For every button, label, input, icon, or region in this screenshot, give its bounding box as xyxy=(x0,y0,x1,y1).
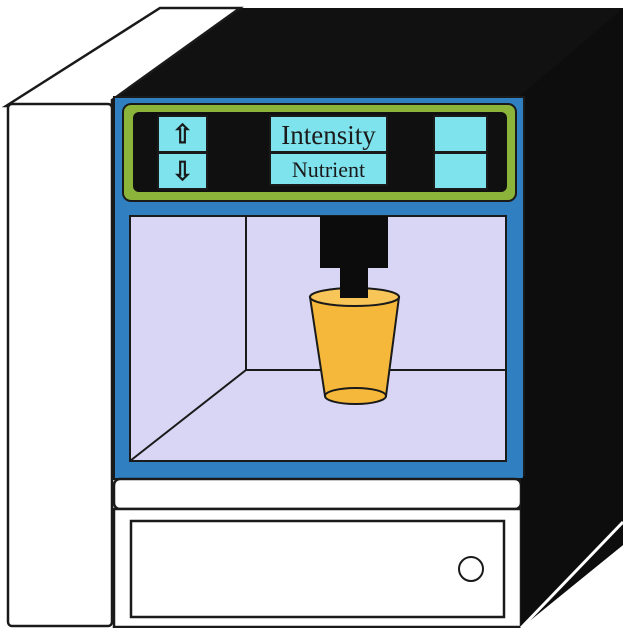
knob-icon[interactable] xyxy=(459,557,483,581)
intensity-label: Intensity xyxy=(281,120,376,150)
cup xyxy=(310,288,399,404)
nutrient-label: Nutrient xyxy=(292,157,365,182)
up-arrow-icon: ⇧ xyxy=(172,120,194,149)
drawer[interactable] xyxy=(131,521,504,617)
intensity-indicator[interactable] xyxy=(434,116,487,152)
intensity-display: Intensity xyxy=(270,116,387,152)
down-button[interactable]: ⇩ xyxy=(158,153,207,189)
dispenser-head xyxy=(320,216,388,268)
dispenser-tip xyxy=(340,284,368,298)
nutrient-indicator[interactable] xyxy=(434,153,487,189)
down-arrow-icon: ⇩ xyxy=(172,157,194,186)
up-button[interactable]: ⇧ xyxy=(158,116,207,152)
base-ledge xyxy=(114,479,521,509)
nutrient-display: Nutrient xyxy=(270,153,387,185)
left-panel-front xyxy=(8,104,112,626)
